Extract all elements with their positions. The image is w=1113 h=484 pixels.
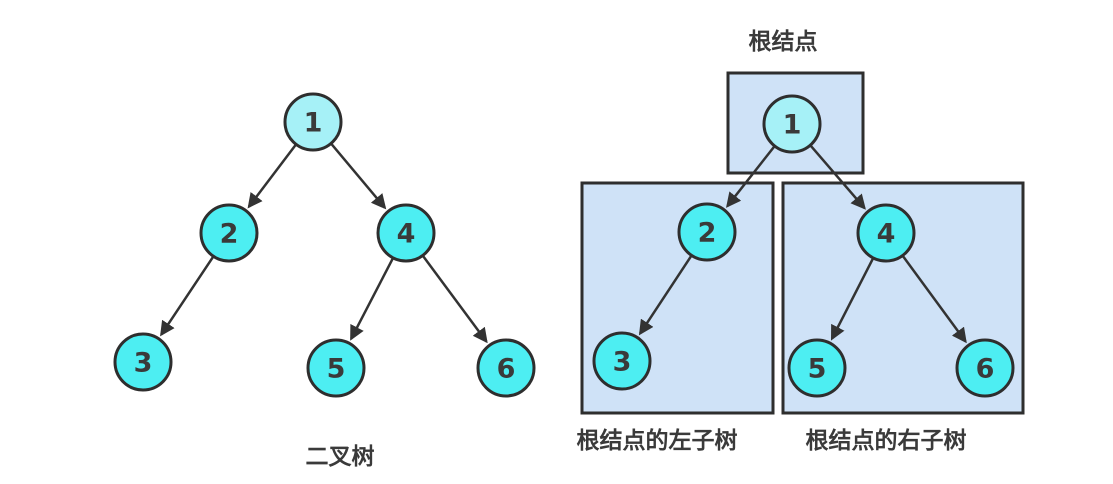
right-node-label-4: 4 <box>877 219 896 250</box>
right-node-label-1: 1 <box>783 110 802 141</box>
right-node-1 <box>762 94 822 154</box>
left-node-2 <box>199 203 259 263</box>
left-node-label-5: 5 <box>327 354 346 385</box>
right-node-4 <box>856 203 916 263</box>
right-node-label-5: 5 <box>808 354 827 385</box>
right-node-label-3: 3 <box>613 347 632 378</box>
left-node-label-2: 2 <box>220 219 239 250</box>
left-node-5 <box>306 338 366 398</box>
left-node-1 <box>283 92 343 152</box>
left-subtree-label: 根结点的左子树 <box>577 427 738 454</box>
right-node-2 <box>677 202 737 262</box>
root-label: 根结点 <box>749 29 818 55</box>
right-node-label-6: 6 <box>976 354 995 385</box>
right-subtree-label: 根结点的右子树 <box>806 427 967 454</box>
left-node-label-4: 4 <box>397 219 416 250</box>
left-node-label-1: 1 <box>304 108 323 139</box>
left-node-4 <box>376 203 436 263</box>
left-node-label-3: 3 <box>134 348 153 379</box>
left-tree-caption: 二叉树 <box>306 444 375 470</box>
right-node-6 <box>955 338 1015 398</box>
right-node-label-2: 2 <box>698 218 717 249</box>
left-node-6 <box>476 338 536 398</box>
left-node-3 <box>113 332 173 392</box>
right-node-5 <box>787 338 847 398</box>
left-node-label-6: 6 <box>497 354 516 385</box>
right-node-3 <box>592 331 652 391</box>
